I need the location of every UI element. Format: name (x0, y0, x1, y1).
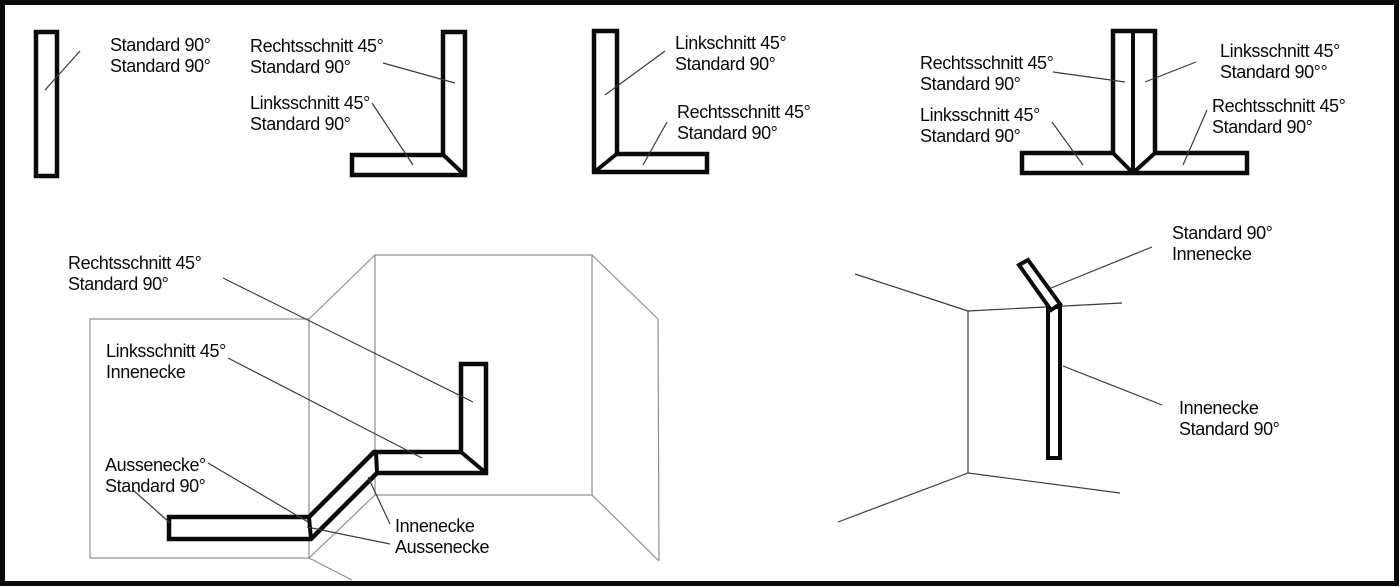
leader-line (1182, 109, 1208, 166)
label-aussenecke: Aussenecke° (105, 455, 206, 475)
leader-line (1062, 365, 1163, 406)
label-linksschnitt: Linksschnitt 45° (250, 93, 370, 113)
wall-junction-top-line (308, 254, 376, 320)
diagram-tee-joint: Rechtsschnitt 45° Standard 90° Linksschn… (920, 28, 1346, 176)
label-linksschnitt: Linksschnitt 45° (106, 341, 226, 361)
label-linksschnitt: Linksschnitt 45° (920, 105, 1040, 125)
wall-junction-bottom-line (308, 494, 376, 559)
label-standard-90: Standard 90° (920, 74, 1021, 94)
diagram-room-inner-corner: Standard 90° Innenecke Innenecke Standar… (837, 223, 1280, 523)
diagram-straight-strip: Standard 90° Standard 90° (33, 29, 211, 179)
leader-line (367, 476, 391, 525)
profile-zigzag-skirting (166, 361, 489, 542)
label-innenecke: Innenecke (395, 516, 475, 536)
leader-line (207, 462, 309, 523)
label-rechtsschnitt: Rechtsschnitt 45° (1212, 96, 1346, 116)
label-standard-90: Standard 90° (68, 274, 169, 294)
floor-left-edge (837, 472, 969, 523)
label-linkschnitt: Linkschnitt 45° (675, 33, 786, 53)
leader-line (1051, 121, 1084, 166)
label-standard-90: Standard 90° (677, 123, 778, 143)
leader-line (1144, 61, 1197, 83)
label-standard-90: Standard 90°° (1220, 62, 1327, 82)
label-aussenecke: Aussenecke (395, 537, 489, 557)
floor-front-edge (308, 557, 353, 581)
leader-line (382, 62, 456, 84)
ceiling-left-edge (854, 273, 969, 312)
label-innenecke: Innenecke (1179, 398, 1259, 418)
profile-l-corner (349, 29, 468, 178)
label-rechtsschnitt: Rechtsschnitt 45° (920, 53, 1054, 73)
miter-joint-line (459, 450, 488, 475)
leader-line (44, 50, 81, 91)
left-wall-panel (89, 318, 310, 559)
label-standard-90: Standard 90° (110, 56, 211, 76)
right-wall-edge (657, 318, 660, 562)
profile-l-corner (591, 28, 710, 175)
leader-line (642, 121, 668, 166)
label-linksschnitt: Linksschnitt 45° (1220, 41, 1340, 61)
leader-line (306, 526, 391, 545)
diagram-corner-vertical-right: Rechtsschnitt 45° Standard 90° Linksschn… (250, 29, 468, 178)
right-wall-bottom-edge (591, 494, 660, 562)
miter-joint-line (593, 152, 618, 174)
leader-line (1050, 246, 1153, 289)
label-standard-90: Standard 90° (250, 114, 351, 134)
profile-vertical-strip (1046, 305, 1062, 460)
right-wall-top-edge (591, 254, 659, 320)
leader-line (227, 357, 423, 459)
center-wall-panel (374, 254, 593, 496)
label-standard-90: Standard 90° (1179, 419, 1280, 439)
label-innenecke: Innenecke (106, 362, 186, 382)
ceiling-right-edge (967, 302, 1123, 312)
floor-right-edge (967, 472, 1121, 494)
label-standard-90: Standard 90° (675, 54, 776, 74)
innenecke-joint-line (374, 452, 379, 473)
leader-line (1052, 71, 1126, 83)
miter-joint-line (1131, 151, 1157, 175)
label-standard-90: Standard 90° (105, 476, 206, 496)
label-innenecke: Innenecke (1172, 244, 1252, 264)
leader-line (604, 50, 666, 96)
label-rechtsschnitt: Rechtsschnitt 45° (68, 253, 202, 273)
label-standard-90: Standard 90° (1212, 117, 1313, 137)
diagram-corner-vertical-left: Linkschnitt 45° Standard 90° Rechtsschni… (591, 28, 811, 175)
leader-line (132, 489, 171, 524)
leader-line (371, 102, 414, 166)
profile-straight-strip (33, 29, 60, 179)
leader-line (222, 277, 474, 403)
profile-tilted-strip (1016, 257, 1063, 313)
label-standard-90: Standard 90° (920, 126, 1021, 146)
label-standard-90: Standard 90° (250, 57, 351, 77)
miter-joint-line (442, 154, 466, 176)
diagram-room-zigzag: Rechtsschnitt 45° Standard 90° Linksschn… (68, 253, 660, 581)
label-rechtsschnitt: Rechtsschnitt 45° (677, 102, 811, 122)
label-rechtsschnitt: Rechtsschnitt 45° (250, 36, 384, 56)
label-standard-90: Standard 90° (110, 35, 211, 55)
label-standard-90: Standard 90° (1172, 223, 1273, 243)
miter-joint-line (1111, 151, 1135, 175)
